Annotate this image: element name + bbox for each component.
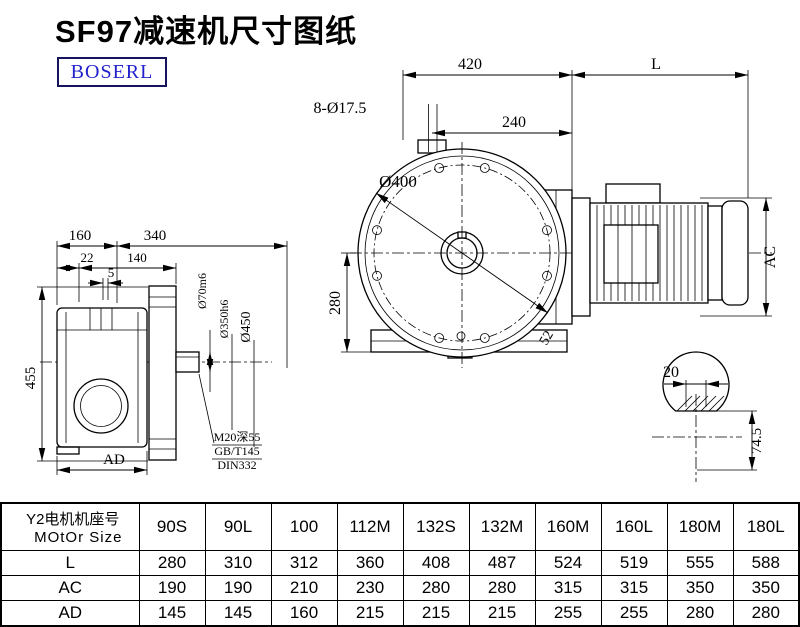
dim-420-label: 420 — [458, 56, 482, 73]
cell-AC-132M: 280 — [468, 575, 536, 601]
cell-L-180M: 555 — [666, 550, 734, 576]
boserl-logo: BOSERL — [57, 57, 167, 87]
dia-350-label: Ø350h6 — [217, 300, 231, 339]
table-row-AC: AC 190 190 210 230 280 280 315 315 350 3… — [0, 575, 800, 601]
cell-AC-100: 210 — [270, 575, 338, 601]
cell-AC-180M: 350 — [666, 575, 734, 601]
dim-140-label: 140 — [127, 250, 147, 265]
page-title: SF97减速机尺寸图纸 — [55, 14, 358, 49]
column-header-132S: 132S — [402, 502, 470, 551]
holes-label: 8-Ø17.5 — [314, 100, 367, 117]
dim-74-5-label: 74.5 — [749, 428, 765, 454]
column-header-90S: 90S — [138, 502, 206, 551]
dim-AD-label: AD — [103, 452, 125, 468]
column-header-180M: 180M — [666, 502, 734, 551]
cell-AD-112M: 215 — [336, 600, 404, 627]
cell-AC-112M: 230 — [336, 575, 404, 601]
cell-L-112M: 360 — [336, 550, 404, 576]
note-din-label: DIN332 — [217, 458, 256, 472]
header-motor-size-en: MOtOr Size — [34, 529, 123, 546]
column-header-100: 100 — [270, 502, 338, 551]
side-view — [40, 285, 272, 461]
cell-L-132M: 487 — [468, 550, 536, 576]
table-row-L: L 280 310 312 360 408 487 524 519 555 58… — [0, 550, 800, 576]
cell-AD-160M: 255 — [534, 600, 602, 627]
column-header-160M: 160M — [534, 502, 602, 551]
row-label-AC: AC — [0, 575, 140, 601]
dia-450-label: Ø450 — [239, 311, 254, 342]
drawing-area: SF97减速机尺寸图纸 BOSERL — [23, 14, 779, 482]
cell-L-132S: 408 — [402, 550, 470, 576]
front-dimensions: 420 L 240 8-Ø17.5 Ø400 280 52 AC — [314, 56, 779, 353]
dim-280-label: 280 — [327, 291, 344, 315]
motor-view — [571, 183, 749, 317]
cell-AD-90S: 145 — [138, 600, 206, 627]
dim-20-label: 20 — [663, 364, 679, 381]
header-motor-size-cn: Y2电机机座号 — [26, 511, 120, 528]
dia-400-label: Ø400 — [379, 172, 417, 191]
table-header-row: Y2电机机座号 MOtOr Size 90S 90L 100 112M 132S… — [0, 502, 800, 551]
column-header-112M: 112M — [336, 502, 404, 551]
note-standard-label: GB/T145 — [214, 444, 259, 458]
row-label-L: L — [0, 550, 140, 576]
shaft-section-view: 20 74.5 — [652, 351, 765, 482]
cell-L-90S: 280 — [138, 550, 206, 576]
dia-70-label: Ø70m6 — [195, 273, 209, 309]
cell-L-160L: 519 — [600, 550, 668, 576]
logo-text: BOSERL — [70, 60, 154, 83]
cell-AC-132S: 280 — [402, 575, 470, 601]
dim-52-label: 52 — [537, 328, 557, 348]
note-thread-label: M20深55 — [214, 430, 261, 444]
dim-AC-label: AC — [762, 246, 779, 268]
cell-L-100: 312 — [270, 550, 338, 576]
column-header-132M: 132M — [468, 502, 536, 551]
cell-AD-100: 160 — [270, 600, 338, 627]
cell-L-160M: 524 — [534, 550, 602, 576]
side-dimensions: 160 340 22 140 5 455 — [23, 228, 288, 475]
dim-160-label: 160 — [69, 228, 92, 244]
cell-AD-132S: 215 — [402, 600, 470, 627]
column-header-90L: 90L — [204, 502, 272, 551]
cell-AD-90L: 145 — [204, 600, 272, 627]
column-header-180L: 180L — [732, 502, 800, 551]
dim-240-label: 240 — [502, 114, 526, 131]
header-motor-size: Y2电机机座号 MOtOr Size — [0, 502, 140, 551]
cell-AC-160M: 315 — [534, 575, 602, 601]
dim-22-label: 22 — [81, 250, 94, 265]
row-label-AD: AD — [0, 600, 140, 627]
dim-5-label: 5 — [108, 265, 115, 280]
dim-340-label: 340 — [144, 228, 167, 244]
cell-AC-90L: 190 — [204, 575, 272, 601]
cell-L-180L: 588 — [732, 550, 800, 576]
cell-AD-160L: 255 — [600, 600, 668, 627]
cell-L-90L: 310 — [204, 550, 272, 576]
cell-AC-180L: 350 — [732, 575, 800, 601]
motor-size-table: Y2电机机座号 MOtOr Size 90S 90L 100 112M 132S… — [0, 502, 800, 627]
table-row-AD: AD 145 145 160 215 215 215 255 255 280 2… — [0, 600, 800, 627]
dimension-drawing: 420 L 240 8-Ø17.5 Ø400 280 52 AC — [23, 56, 779, 482]
dim-455-label: 455 — [23, 367, 39, 390]
cell-AD-132M: 215 — [468, 600, 536, 627]
column-header-160L: 160L — [600, 502, 668, 551]
cell-AD-180M: 280 — [666, 600, 734, 627]
dim-L-label: L — [651, 56, 661, 73]
cell-AD-180L: 280 — [732, 600, 800, 627]
cell-AC-160L: 315 — [600, 575, 668, 601]
cell-AC-90S: 190 — [138, 575, 206, 601]
